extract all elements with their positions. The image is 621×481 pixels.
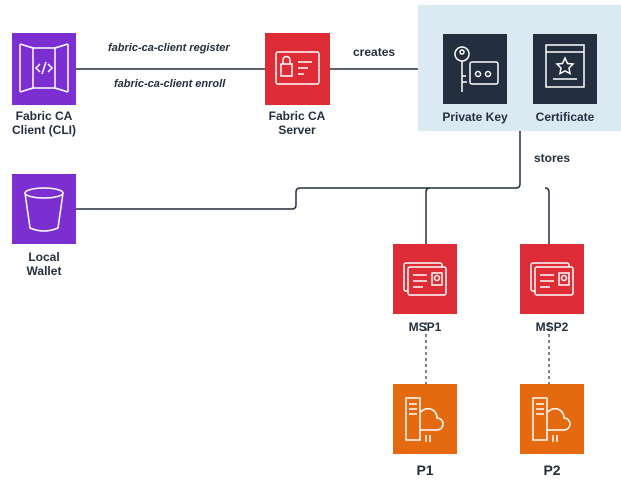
identity-card-icon xyxy=(403,262,447,296)
private-key-node xyxy=(443,34,507,104)
id-card-lock-icon xyxy=(275,51,320,85)
p2-label: P2 xyxy=(543,462,561,478)
fabric-ca-server-label: Fabric CA Server xyxy=(268,109,326,137)
local-wallet-label: Local Wallet xyxy=(26,250,62,278)
p1-node xyxy=(393,384,457,454)
local-wallet-node xyxy=(12,174,76,244)
p2-node xyxy=(520,384,584,454)
server-cloud-icon xyxy=(405,397,444,442)
code-brackets-icon xyxy=(19,43,69,93)
identity-card-icon xyxy=(530,262,574,296)
msp1-label: MSP1 xyxy=(408,320,442,334)
certificate-node xyxy=(533,34,597,104)
msp1-node xyxy=(393,244,457,314)
enroll-edge-label: fabric-ca-client enroll xyxy=(114,78,226,90)
edge-stores-bus xyxy=(76,131,521,210)
msp2-label: MSP2 xyxy=(535,320,569,334)
edge-to-msp1 xyxy=(425,187,431,244)
private-key-label: Private Key xyxy=(442,110,508,124)
creates-edge-label: creates xyxy=(353,45,396,59)
fabric-ca-client-label: Fabric CA Client (CLI) xyxy=(12,109,76,137)
bucket-icon xyxy=(24,187,64,232)
fabric-ca-server-node xyxy=(265,33,330,105)
server-cloud-icon xyxy=(532,397,571,442)
fabric-ca-client-node xyxy=(12,33,76,105)
edge-to-msp2 xyxy=(544,187,550,244)
certificate-icon xyxy=(545,44,585,88)
key-icon xyxy=(454,46,499,92)
msp2-node xyxy=(520,244,584,314)
stores-edge-label: stores xyxy=(534,151,571,165)
register-edge-label: fabric-ca-client register xyxy=(108,42,230,54)
certificate-label: Certificate xyxy=(535,110,595,124)
p1-label: P1 xyxy=(416,462,434,478)
